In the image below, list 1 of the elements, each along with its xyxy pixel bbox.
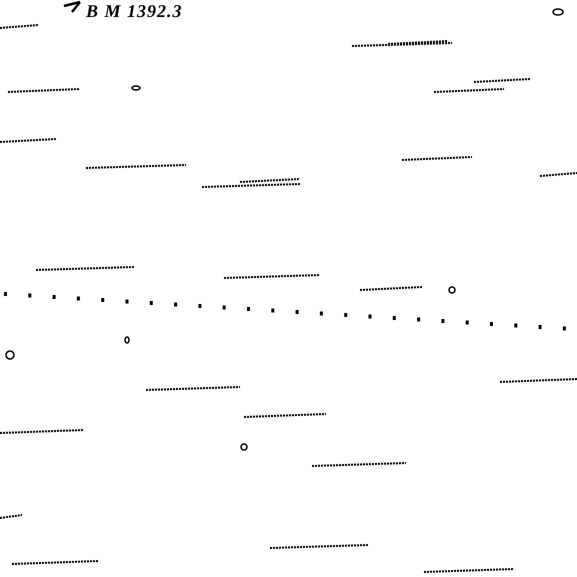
plate-number: B M 1392.3	[86, 1, 183, 21]
